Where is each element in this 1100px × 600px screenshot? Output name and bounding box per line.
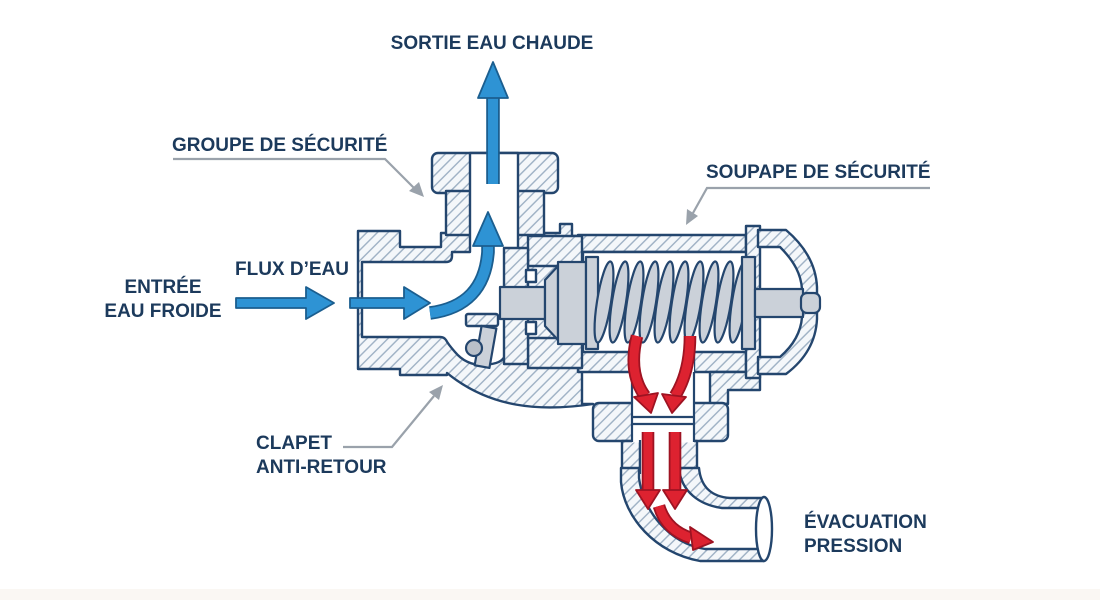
label-leaders — [173, 157, 930, 449]
label-pressure-evacuation-line1: ÉVACUATION — [804, 512, 927, 533]
clapet-leader-arrow — [429, 385, 443, 400]
valve-stem — [498, 285, 547, 321]
pipe-open-end — [754, 495, 774, 563]
release-arrow-elbow — [654, 504, 693, 543]
spring-seat-right — [740, 255, 757, 351]
cold-water-flow-arrows — [235, 61, 509, 320]
label-check-valve-line2: ANTI-RETOUR — [256, 457, 387, 478]
seat-partition-top — [502, 246, 530, 290]
seat-seal-bottom — [524, 320, 538, 336]
label-hot-water-outlet: SORTIE EAU CHAUDE — [390, 33, 594, 54]
label-water-flow: FLUX D’EAU — [235, 259, 349, 280]
seat-partition-bottom — [502, 316, 530, 366]
release-arrow-2-head — [661, 393, 687, 414]
label-cold-water-inlet-line2: EAU FROIDE — [104, 301, 222, 322]
valve-housing-bottom-wall-left — [576, 348, 634, 374]
check-valve-bracket — [464, 312, 500, 328]
label-check-valve: CLAPET ANTI-RETOUR — [256, 432, 387, 480]
valve-piston-block — [556, 260, 588, 346]
chamber-turn-arrow — [429, 246, 493, 318]
release-arrow-4-head — [662, 489, 688, 510]
clapet-leader-line — [343, 395, 435, 449]
valve-housing-top-wall — [576, 233, 748, 254]
chamber-turn-arrow-head — [472, 211, 504, 247]
release-arrow-1 — [629, 334, 649, 399]
soupape-leader-line — [692, 186, 930, 214]
adjuster-tip — [799, 291, 822, 315]
inlet-chamber-outlet-passage — [360, 151, 520, 367]
release-arrow-3-head — [635, 489, 661, 510]
check-valve — [464, 312, 500, 370]
groupe-leader-arrow — [409, 182, 424, 197]
label-check-valve-line1: CLAPET — [256, 433, 332, 454]
release-arrow-2 — [671, 335, 695, 399]
valve-housing-bottom-wall-right — [692, 348, 748, 374]
groupe-leader-line — [173, 157, 415, 189]
label-safety-valve: SOUPAPE DE SÉCURITÉ — [706, 162, 931, 183]
outlet-arrow-head — [477, 61, 509, 99]
soupape-leader-arrow — [686, 209, 698, 225]
label-cold-water-inlet: ENTRÉE EAU FROIDE — [63, 276, 263, 324]
bottom-artifact-strip — [0, 589, 1100, 600]
release-arrow-1-head — [633, 392, 659, 414]
label-safety-group: GROUPE DE SÉCURITÉ — [172, 135, 388, 156]
pressure-release-arrows — [627, 334, 714, 551]
adjuster-rod — [753, 287, 805, 319]
safety-valve-internals — [498, 255, 822, 351]
inlet-flow-arrow-2 — [349, 286, 431, 320]
seat-seal-top — [524, 268, 538, 284]
inlet-flow-arrow-1 — [235, 286, 335, 320]
label-pressure-evacuation-line2: PRESSION — [804, 536, 903, 557]
spring-cap-bell — [756, 228, 819, 376]
check-valve-ball — [464, 338, 484, 358]
valve-piston-cone — [543, 264, 560, 342]
label-cold-water-inlet-line1: ENTRÉE — [124, 277, 202, 298]
valve-body — [356, 151, 766, 563]
release-arrow-elbow-head — [689, 526, 714, 551]
label-pressure-evacuation: ÉVACUATION PRESSION — [804, 511, 927, 559]
valve-spring — [593, 260, 750, 344]
